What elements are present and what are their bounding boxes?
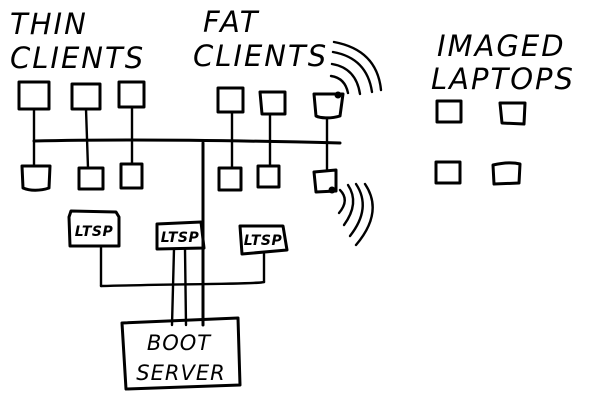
wireless-wave xyxy=(329,74,350,95)
thin-client-icon xyxy=(20,164,52,192)
laptop-icon xyxy=(434,160,462,185)
fat-client-icon xyxy=(216,86,245,114)
ltsp-server-label: LTSP xyxy=(161,230,200,246)
connection-line xyxy=(170,247,176,327)
ltsp-server-label: LTSP xyxy=(75,224,114,240)
laptop-icon xyxy=(491,161,522,186)
wireless-wave xyxy=(331,50,374,94)
fat-clients-title-line2: CLIENTS xyxy=(193,39,328,73)
thin-client-icon xyxy=(70,82,102,111)
thin-client-icon xyxy=(77,166,105,191)
boot-server-icon xyxy=(120,316,242,391)
fat-client-icon xyxy=(258,90,287,116)
wireless-wave xyxy=(354,182,374,247)
connection-line xyxy=(84,107,90,170)
wireless-origin-dot xyxy=(334,91,342,99)
fat-client-icon xyxy=(217,166,243,192)
wireless-fat-client-icon xyxy=(312,168,338,194)
laptop-icon xyxy=(498,101,527,126)
fat-clients-title-line1: FAT xyxy=(203,5,260,39)
imaged-laptops-title: IMAGED LAPTOPS xyxy=(431,29,575,96)
thin-clients-title-line1: THIN xyxy=(10,7,88,41)
wireless-wave xyxy=(330,62,362,96)
boot-server-label-line2: SERVER xyxy=(136,361,225,385)
ltsp-server-icon xyxy=(67,209,121,248)
boot-server-label-line1: BOOT xyxy=(147,331,212,355)
fat-client-icon xyxy=(256,164,281,189)
imaged-laptops-title-line2: LAPTOPS xyxy=(431,62,575,96)
thin-client-icon xyxy=(119,162,144,190)
wireless-origin-dot xyxy=(328,186,336,194)
ltsp-server-icon xyxy=(155,220,206,251)
fat-clients-title: FAT CLIENTS xyxy=(193,5,328,73)
network-backbone-line xyxy=(32,138,342,145)
thin-client-icon xyxy=(17,80,51,111)
wireless-wave xyxy=(348,182,364,238)
connection-line xyxy=(183,247,188,327)
wireless-wave xyxy=(337,188,346,215)
wireless-signal-icon xyxy=(328,182,374,247)
thin-clients-title-line2: CLIENTS xyxy=(10,41,145,75)
thin-clients-title: THIN CLIENTS xyxy=(10,7,145,75)
ltsp-server-label: LTSP xyxy=(244,233,283,249)
laptop-icon xyxy=(435,99,463,124)
thin-client-icon xyxy=(117,80,146,109)
ltsp-bus-line xyxy=(99,280,266,288)
wireless-wave xyxy=(342,183,355,227)
wireless-wave xyxy=(332,40,383,92)
wireless-signal-icon xyxy=(329,40,383,99)
ltsp-server-icon xyxy=(238,224,289,256)
imaged-laptops-title-line1: IMAGED xyxy=(437,29,566,63)
